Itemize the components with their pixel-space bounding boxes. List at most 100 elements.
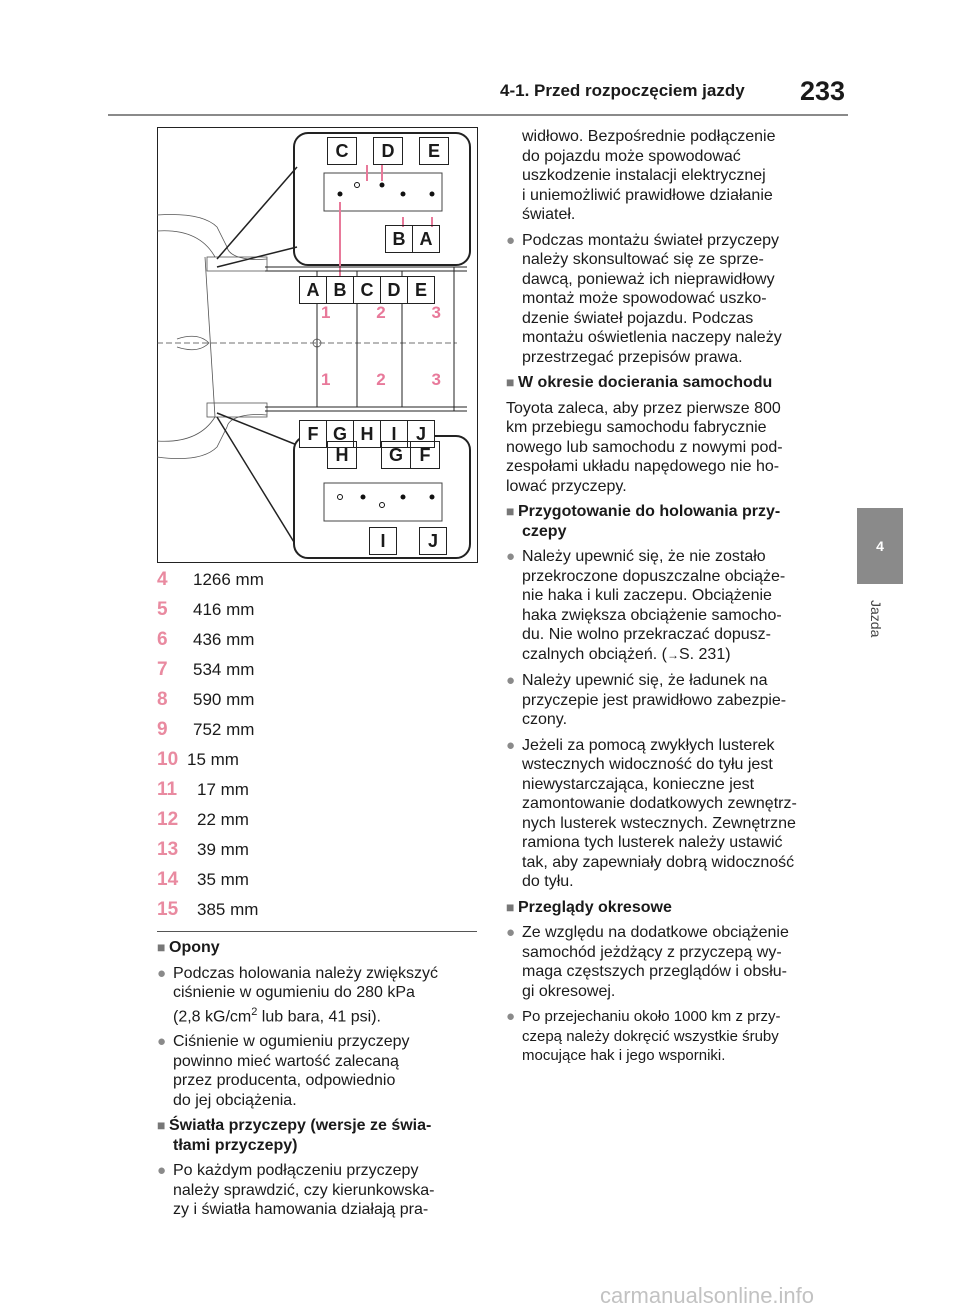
chapter-tab-number: 4 bbox=[876, 538, 884, 554]
wire-number: 2 bbox=[376, 370, 386, 389]
dimension-value: 39 mm bbox=[197, 840, 249, 859]
pin-label: I bbox=[369, 527, 397, 555]
bullet-trailer-tire-pressure: ●Ciśnienie w ogumieniu przyczepy powinno… bbox=[157, 1033, 410, 1109]
dimension-number: 7 bbox=[157, 659, 168, 680]
chapter-tab[interactable]: 4 bbox=[857, 508, 903, 584]
bullet-tire-pressure: ●Podczas holowania należy zwiększyć ciśn… bbox=[157, 964, 439, 1025]
pin-label: C bbox=[354, 276, 381, 304]
pin-label: A bbox=[299, 276, 327, 304]
connector-bottom-letters: H G F bbox=[327, 441, 440, 469]
pin-label: F bbox=[411, 441, 440, 469]
dimension-item: 8 590 mm bbox=[157, 685, 477, 715]
pin-label: J bbox=[419, 527, 447, 555]
dimension-item: 6 436 mm bbox=[157, 625, 477, 655]
connector-top-bottom-letters: B A bbox=[385, 225, 440, 253]
diagram-labels: C D E B A A B C D E 1 2 3 1 2 3 F G H I … bbox=[157, 127, 478, 563]
section-heading-tires: ■Opony bbox=[157, 939, 220, 956]
bullet-tighten-bolts: ●Po przejechaniu około 1000 km z przy- c… bbox=[506, 1008, 781, 1064]
connector-top-letters: C D E bbox=[327, 137, 449, 165]
wire-number: 1 bbox=[321, 370, 331, 389]
left-column: ■Opony ●Podczas holowania należy zwiększ… bbox=[157, 938, 482, 1226]
pin-label: C bbox=[327, 137, 357, 165]
pin-label: G bbox=[327, 420, 354, 448]
section-heading-trailer-lights: ■Światła przyczepy (wersje ze świa- tłam… bbox=[157, 1117, 432, 1154]
dimension-number: 14 bbox=[157, 869, 179, 890]
right-column: widłowo. Bezpośrednie podłączenie do poj… bbox=[506, 127, 836, 1072]
pin-label: E bbox=[419, 137, 449, 165]
pin-label: H bbox=[354, 420, 381, 448]
dimension-value: 436 mm bbox=[193, 630, 255, 649]
page-number: 233 bbox=[800, 76, 846, 106]
header-divider bbox=[108, 114, 848, 116]
dimension-number: 6 bbox=[157, 629, 168, 650]
wire-number: 3 bbox=[431, 370, 441, 389]
page-reference-link[interactable]: S. 231) bbox=[678, 645, 731, 663]
dimension-item: 5 416 mm bbox=[157, 595, 477, 625]
dimension-item: 9 752 mm bbox=[157, 715, 477, 745]
section-heading-inspections: ■Przeglądy okresowe bbox=[506, 898, 672, 916]
dimension-number: 8 bbox=[157, 689, 168, 710]
center-top-letters: A B C D E bbox=[299, 276, 435, 304]
pin-label: D bbox=[373, 137, 403, 165]
section-divider bbox=[157, 931, 477, 932]
pin-label: J bbox=[408, 420, 435, 448]
center-top-numbers: 1 2 3 bbox=[321, 303, 441, 323]
bullet-cargo-secured: ●Należy upewnić się, że ładunek na przyc… bbox=[506, 672, 787, 728]
dimension-number: 5 bbox=[157, 599, 168, 620]
page-reference-arrow-icon: → bbox=[666, 647, 679, 662]
bullet-check-lights: ●Po każdym podłączeniu przyczepy należy … bbox=[157, 1162, 435, 1219]
wire-number: 2 bbox=[376, 303, 386, 322]
dimension-value: 15 mm bbox=[187, 750, 239, 769]
pin-label: A bbox=[413, 225, 440, 253]
watermark: carmanualsonline.info bbox=[600, 1283, 815, 1308]
section-heading-break-in: ■W okresie docierania samochodu bbox=[506, 374, 773, 391]
dimension-item: 14 35 mm bbox=[157, 865, 477, 895]
section-heading-preparation: ■Przygotowanie do holowania przy- czepy bbox=[506, 503, 781, 540]
dimension-item: 11 17 mm bbox=[157, 775, 477, 805]
pin-label: E bbox=[408, 276, 435, 304]
continued-paragraph: widłowo. Bezpośrednie podłączenie do poj… bbox=[522, 128, 776, 223]
pin-label: G bbox=[381, 441, 411, 469]
wire-number: 1 bbox=[321, 303, 331, 322]
dimension-number: 4 bbox=[157, 569, 168, 590]
dimension-item: 10 15 mm bbox=[157, 745, 477, 775]
dimension-value: 17 mm bbox=[197, 780, 249, 799]
dimension-item: 12 22 mm bbox=[157, 805, 477, 835]
dimension-value: 385 mm bbox=[197, 900, 259, 919]
dimension-value: 752 mm bbox=[193, 720, 255, 739]
dimension-item: 15 385 mm bbox=[157, 895, 477, 925]
dimension-number: 13 bbox=[157, 839, 179, 860]
bullet-hitch-load: ●Należy upewnić się, że nie zostało prze… bbox=[506, 548, 786, 663]
center-bottom-numbers: 1 2 3 bbox=[321, 370, 441, 390]
pin-label: I bbox=[381, 420, 408, 448]
pin-label: D bbox=[381, 276, 408, 304]
dimension-number: 10 bbox=[157, 749, 179, 770]
dimension-item: 7 534 mm bbox=[157, 655, 477, 685]
dimension-value: 590 mm bbox=[193, 690, 255, 709]
bullet-mounting-lights: ●Podczas montażu świateł przyczepy należ… bbox=[506, 231, 782, 366]
dimension-value: 534 mm bbox=[193, 660, 255, 679]
connector-bottom-bottom-letters: I J bbox=[369, 527, 447, 555]
bullet-mirrors: ●Jeżeli za pomocą zwykłych lusterek wste… bbox=[506, 736, 797, 891]
pin-label: B bbox=[327, 276, 354, 304]
hitch-diagram bbox=[157, 127, 478, 563]
chapter-tab-label: Jazda bbox=[868, 600, 884, 638]
dimension-number: 15 bbox=[157, 899, 179, 920]
dimensions-list: 4 1266 mm 5 416 mm 6 436 mm 7 534 mm 8 590 mm… bbox=[157, 565, 477, 925]
dimension-number: 9 bbox=[157, 719, 168, 740]
break-in-paragraph: Toyota zaleca, aby przez pierwsze 800 km… bbox=[506, 399, 783, 495]
dimension-number: 11 bbox=[157, 779, 178, 800]
pin-label: H bbox=[327, 441, 357, 469]
center-bottom-letters: F G H I J bbox=[299, 420, 435, 448]
dimension-item: 13 39 mm bbox=[157, 835, 477, 865]
dimension-value: 416 mm bbox=[193, 600, 255, 619]
dimension-value: 1266 mm bbox=[193, 570, 264, 589]
dimension-value: 22 mm bbox=[197, 810, 249, 829]
header-title: 4-1. Przed rozpoczęciem jazdy bbox=[500, 81, 745, 100]
pin-label: B bbox=[385, 225, 413, 253]
bullet-frequent-service: ●Ze względu na dodatkowe obciążenie samo… bbox=[506, 924, 789, 1000]
dimension-value: 35 mm bbox=[197, 870, 249, 889]
wire-number: 3 bbox=[431, 303, 441, 322]
pin-label: F bbox=[299, 420, 327, 448]
dimension-number: 12 bbox=[157, 809, 179, 830]
